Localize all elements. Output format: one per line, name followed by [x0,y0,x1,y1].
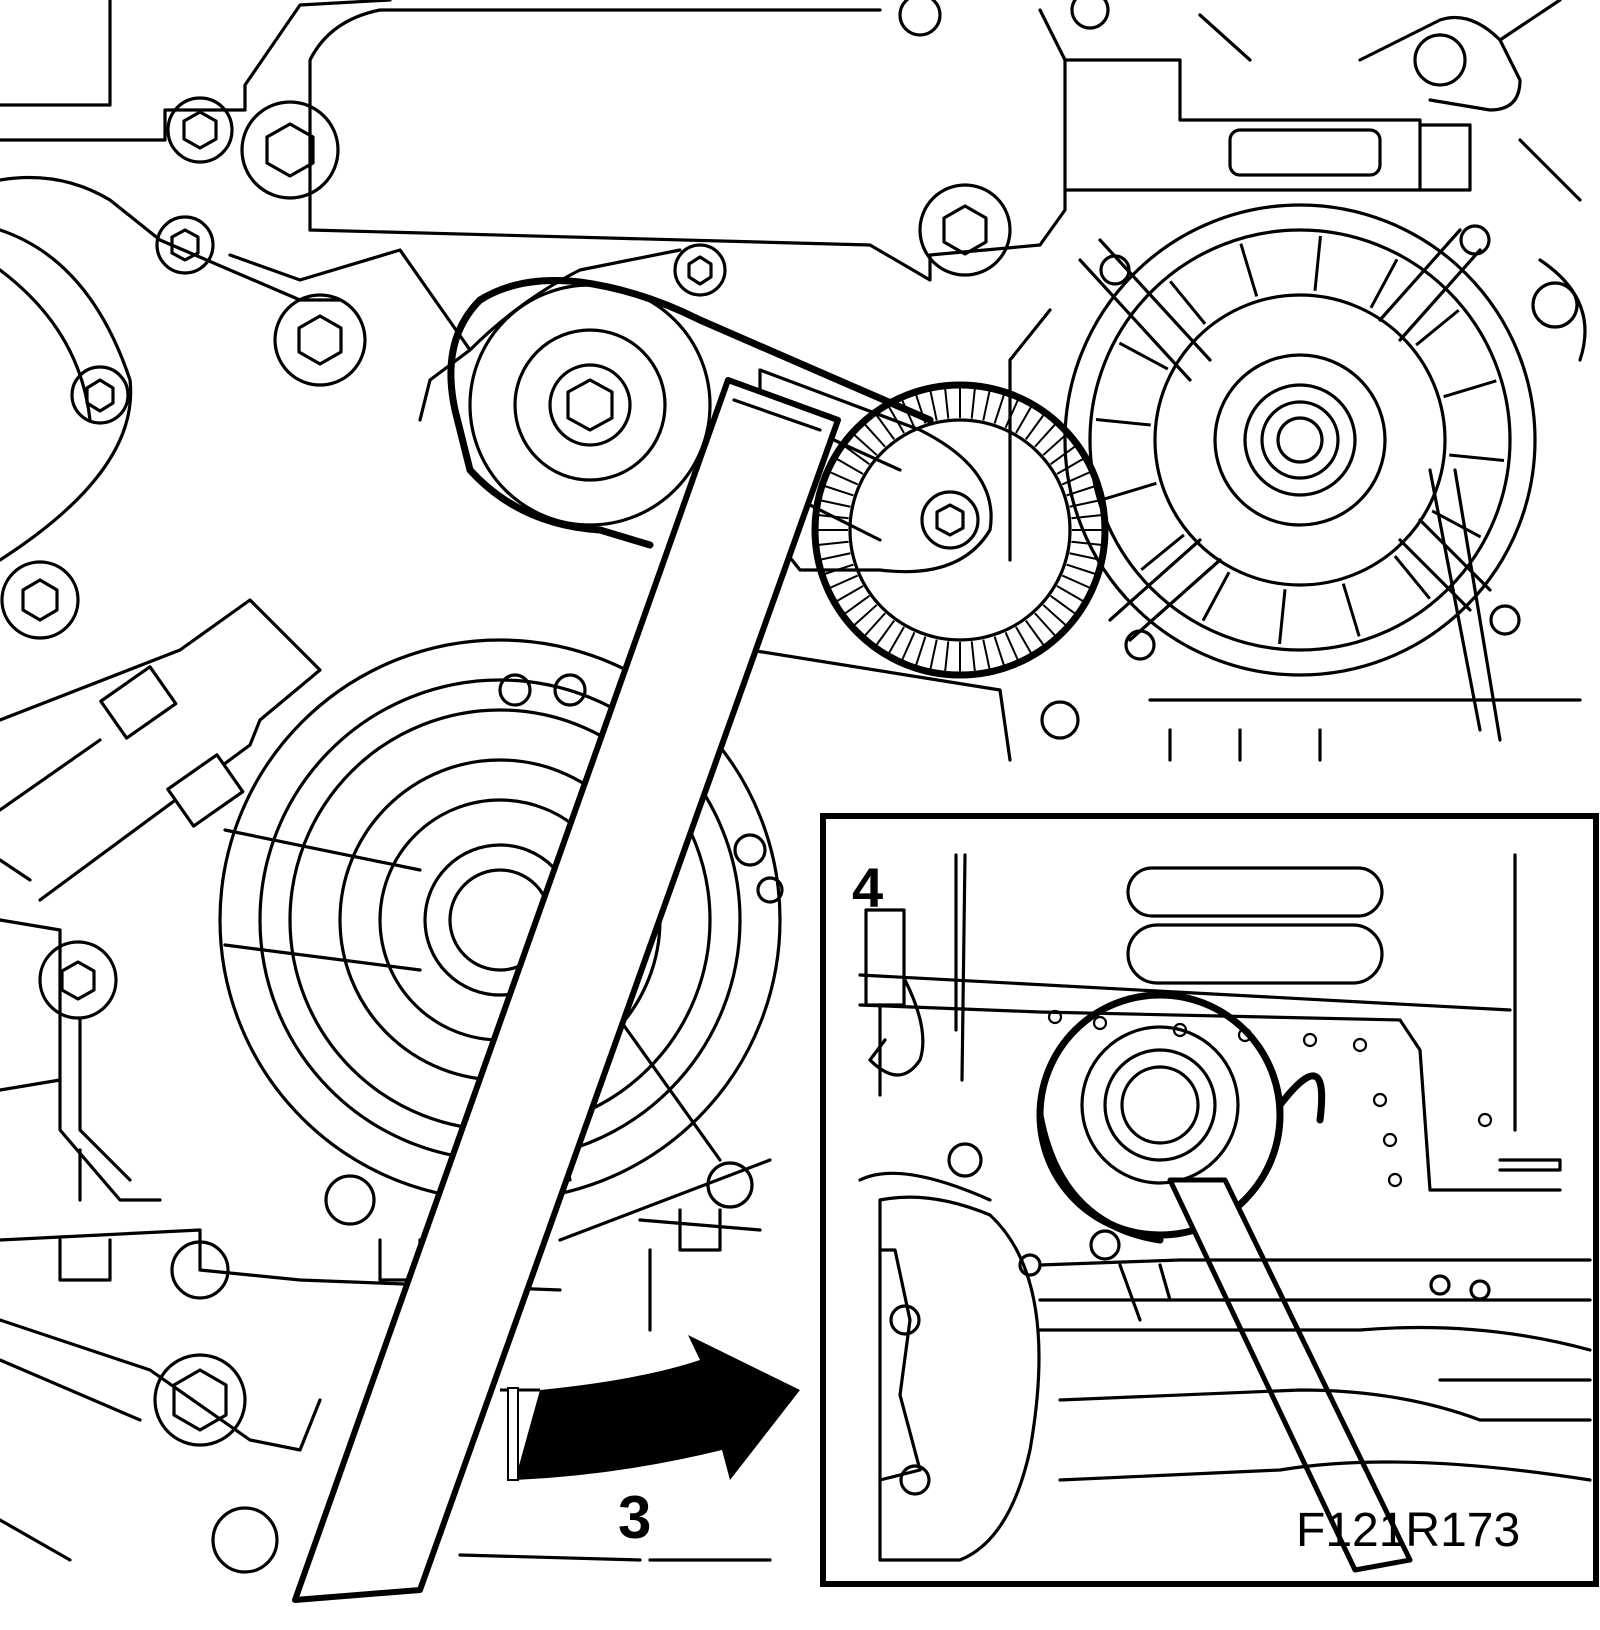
pulley-rib [1015,406,1032,434]
pulley-rib [1066,563,1096,575]
pulley-rib [1071,514,1102,520]
alternator-slot [1449,453,1505,462]
pulley-rib [875,414,895,440]
pulley-rib [888,626,905,654]
pulley-rib [829,471,859,486]
pulley-rib [1061,574,1091,589]
alternator-slot [1313,235,1322,291]
pulley-rib [970,641,976,672]
alternator-slot [1118,341,1169,371]
sensor-connector [0,598,322,902]
pulley-rib [982,390,991,421]
tensioner-tool[interactable] [292,377,841,1603]
alternator-slot [1169,280,1207,325]
pulley-rib [820,552,851,561]
alternator-slot [1278,589,1287,645]
alternator-slot [1140,533,1185,571]
pulley-rib [929,639,938,670]
pulley-rib [824,563,854,575]
pulley-rib [993,636,1005,666]
pulley-rib [829,574,859,589]
lower-bracket [0,1208,722,1574]
figure-code: F121R173 [1296,1504,1521,1557]
alternator-vent-slots [1095,235,1505,645]
pulley-rib [820,499,851,508]
alternator-slot [1431,509,1482,539]
pulley-rib [844,595,870,615]
pulley-rib [1015,626,1032,654]
pulley-rib [853,604,878,626]
pulley-rib [1034,423,1056,448]
pulley-rib [818,540,849,546]
pulley-rib [944,388,950,419]
pulley-rib [824,485,854,497]
rotation-arrow-icon [500,1335,800,1481]
pulley-rib [864,612,886,637]
pulley-rib [1025,620,1045,646]
callout-step-3: 3 [618,1484,652,1551]
pulley-rib [1004,631,1019,661]
timing-cover [0,175,682,1202]
alternator-slot [1103,481,1157,501]
pulley-rib [888,406,905,434]
bracket-bolts [0,96,1012,1020]
pulley-rib [1034,612,1056,637]
pulley-rib [844,445,870,465]
pulley-rib [1071,540,1102,546]
inset-detail [820,813,1599,1587]
pulley-rib [1069,552,1100,561]
alternator-slot [1095,418,1151,427]
pulley-rib [901,399,916,429]
pulley-rib [993,394,1005,424]
alternator [1008,138,1587,762]
inset-drawing [858,853,1592,1573]
pulley-rib [1025,414,1045,440]
pulley-rib [901,631,916,661]
pulley-rib [836,458,864,475]
pulley-rib [864,423,886,448]
engine-block-lower [458,648,1080,1562]
pulley-rib [970,388,976,419]
pulley-rib [982,639,991,670]
alternator-slot [1341,583,1361,637]
pulley-rib [1042,434,1067,456]
pulley-rib [1061,471,1091,486]
pulley-rib [929,390,938,421]
alternator-slot [1415,309,1460,347]
pulley-rib [1042,604,1067,626]
pulley-rib [1004,399,1019,429]
pulley-rib [1050,445,1076,465]
alternator-slot [1393,555,1431,600]
pulley-rib [875,620,895,646]
callout-step-4: 4 [852,856,884,919]
pulley-rib [1056,585,1084,602]
pulley-rib [836,585,864,602]
pulley-rib [818,514,849,520]
alternator-slot [1239,243,1259,297]
pulley-rib [1056,458,1084,475]
pulley-rib [915,394,927,424]
alternator-slot [1443,379,1497,399]
pulley-rib [915,636,927,666]
pulley-rib [1050,595,1076,615]
alternator-slot [1201,571,1231,622]
pulley-rib [944,641,950,672]
pulley-rib [853,434,878,456]
alternator-slot [1369,258,1399,309]
engine-bracket [0,0,1562,282]
